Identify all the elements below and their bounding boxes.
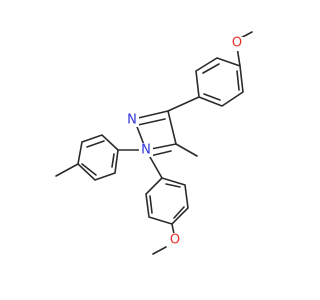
bond-tolyl-methyl <box>55 163 79 177</box>
benzene-ring-left <box>77 134 119 181</box>
nitrogen-atom-n2: N <box>127 113 137 128</box>
label-bg-n1 <box>139 143 153 157</box>
aromatic-double-bottom-3 <box>165 183 181 188</box>
molecule-structure: N N O O <box>55 31 253 255</box>
aromatic-double-top-2 <box>236 70 240 91</box>
bond-ring-o-bottom <box>171 223 175 235</box>
bond-c3-c4 <box>167 110 177 145</box>
label-bg-n2 <box>126 113 139 127</box>
aromatic-double-top-1 <box>202 63 220 74</box>
nitrogen-atom-n1: N <box>141 143 151 158</box>
aromatic-double-left-1 <box>86 140 105 148</box>
aromatic-double-left-2 <box>81 163 97 176</box>
oxygen-atom-top: O <box>232 36 242 51</box>
bond-n2-c3 <box>133 110 169 120</box>
aromatic-double-left-3 <box>111 153 115 168</box>
bond-c4-c5-double <box>149 150 172 157</box>
benzene-ring-top <box>195 57 244 107</box>
methoxyphenyl-ring-bottom <box>145 149 189 255</box>
aromatic-double-bottom-1 <box>149 195 153 214</box>
bond-n2-c3-double <box>137 118 166 126</box>
bond-c3-ring <box>167 96 200 112</box>
label-bg-o-bottom <box>168 233 182 247</box>
oxygen-atom-bottom: O <box>170 233 180 248</box>
label-bg-o-top <box>230 37 244 51</box>
tolyl-ring <box>55 134 147 181</box>
bond-o-methyl-bottom <box>152 246 167 255</box>
aromatic-double-bottom-2 <box>173 206 185 219</box>
aromatic-double-top-3 <box>203 93 221 101</box>
bond-c4-methyl <box>175 143 198 157</box>
atom-labels: N N O O <box>126 36 244 248</box>
